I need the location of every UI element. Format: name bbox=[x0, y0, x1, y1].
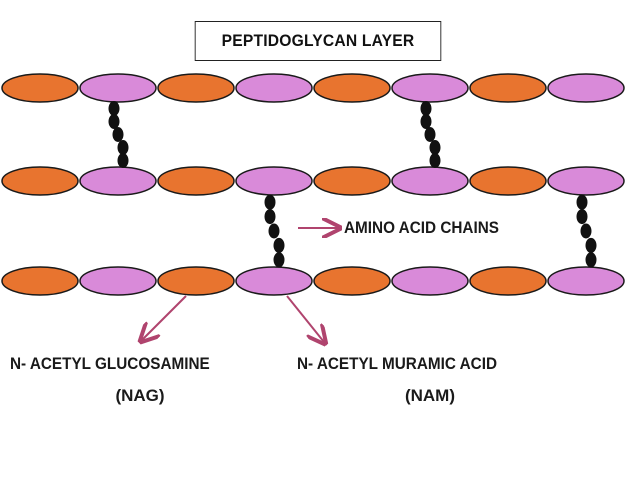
amino-acid-bead bbox=[420, 114, 432, 129]
amino-acid-bead bbox=[420, 101, 432, 116]
amino-acid-bead bbox=[273, 252, 285, 268]
amino-acid-chain bbox=[264, 194, 285, 268]
amino-acid-chain bbox=[420, 101, 441, 168]
nam-unit bbox=[79, 73, 157, 103]
amino-acid-bead bbox=[429, 153, 441, 168]
nam-unit bbox=[391, 266, 469, 296]
nam-unit bbox=[235, 73, 313, 103]
nam-unit bbox=[79, 266, 157, 296]
amino-acid-bead bbox=[576, 194, 588, 210]
amino-acid-bead bbox=[273, 237, 285, 253]
nam-unit bbox=[391, 166, 469, 196]
nag-unit bbox=[469, 73, 547, 103]
nag-arrow bbox=[142, 295, 187, 340]
amino-acid-bead bbox=[108, 114, 120, 129]
amino-acid-bead bbox=[108, 101, 120, 116]
nag-unit bbox=[1, 166, 79, 196]
amino-acid-bead bbox=[585, 237, 597, 253]
amino-acid-bead bbox=[576, 209, 588, 225]
amino-acid-bead bbox=[117, 153, 129, 168]
amino-acid-bead bbox=[424, 127, 436, 142]
nam-unit bbox=[547, 266, 625, 296]
nam-unit bbox=[391, 73, 469, 103]
nag-abbreviation: (NAG) bbox=[115, 386, 165, 405]
nag-unit bbox=[157, 73, 235, 103]
nam-arrow bbox=[286, 295, 324, 342]
amino-acid-bead bbox=[264, 194, 276, 210]
nag-unit bbox=[157, 266, 235, 296]
nag-label: N- ACETYL GLUCOSAMINE bbox=[10, 354, 210, 373]
amino-acid-bead bbox=[117, 140, 129, 155]
nam-unit bbox=[547, 166, 625, 196]
nam-unit bbox=[79, 166, 157, 196]
amino-acid-bead bbox=[264, 209, 276, 225]
label-arrows bbox=[142, 228, 338, 342]
diagram-title: PEPTIDOGLYCAN LAYER bbox=[194, 21, 442, 61]
nag-unit bbox=[313, 73, 391, 103]
nam-abbreviation: (NAM) bbox=[404, 386, 456, 405]
glycan-strands bbox=[1, 73, 625, 296]
nag-unit bbox=[1, 73, 79, 103]
nag-unit bbox=[157, 166, 235, 196]
amino-acid-chains-label: AMINO ACID CHAINS bbox=[344, 218, 499, 237]
amino-acid-bead bbox=[112, 127, 124, 142]
amino-acid-chain bbox=[576, 194, 597, 268]
amino-acid-bead bbox=[585, 252, 597, 268]
nag-unit bbox=[313, 166, 391, 196]
nag-unit bbox=[313, 266, 391, 296]
nam-unit bbox=[235, 166, 313, 196]
nam-unit bbox=[235, 266, 313, 296]
nag-unit bbox=[469, 166, 547, 196]
amino-acid-bead bbox=[580, 223, 592, 239]
nam-label: N- ACETYL MURAMIC ACID bbox=[297, 354, 498, 373]
nam-unit bbox=[547, 73, 625, 103]
amino-acid-crosslinks bbox=[108, 101, 597, 268]
amino-acid-bead bbox=[268, 223, 280, 239]
amino-acid-chain bbox=[108, 101, 129, 168]
nag-unit bbox=[1, 266, 79, 296]
amino-acid-bead bbox=[429, 140, 441, 155]
nag-unit bbox=[469, 266, 547, 296]
